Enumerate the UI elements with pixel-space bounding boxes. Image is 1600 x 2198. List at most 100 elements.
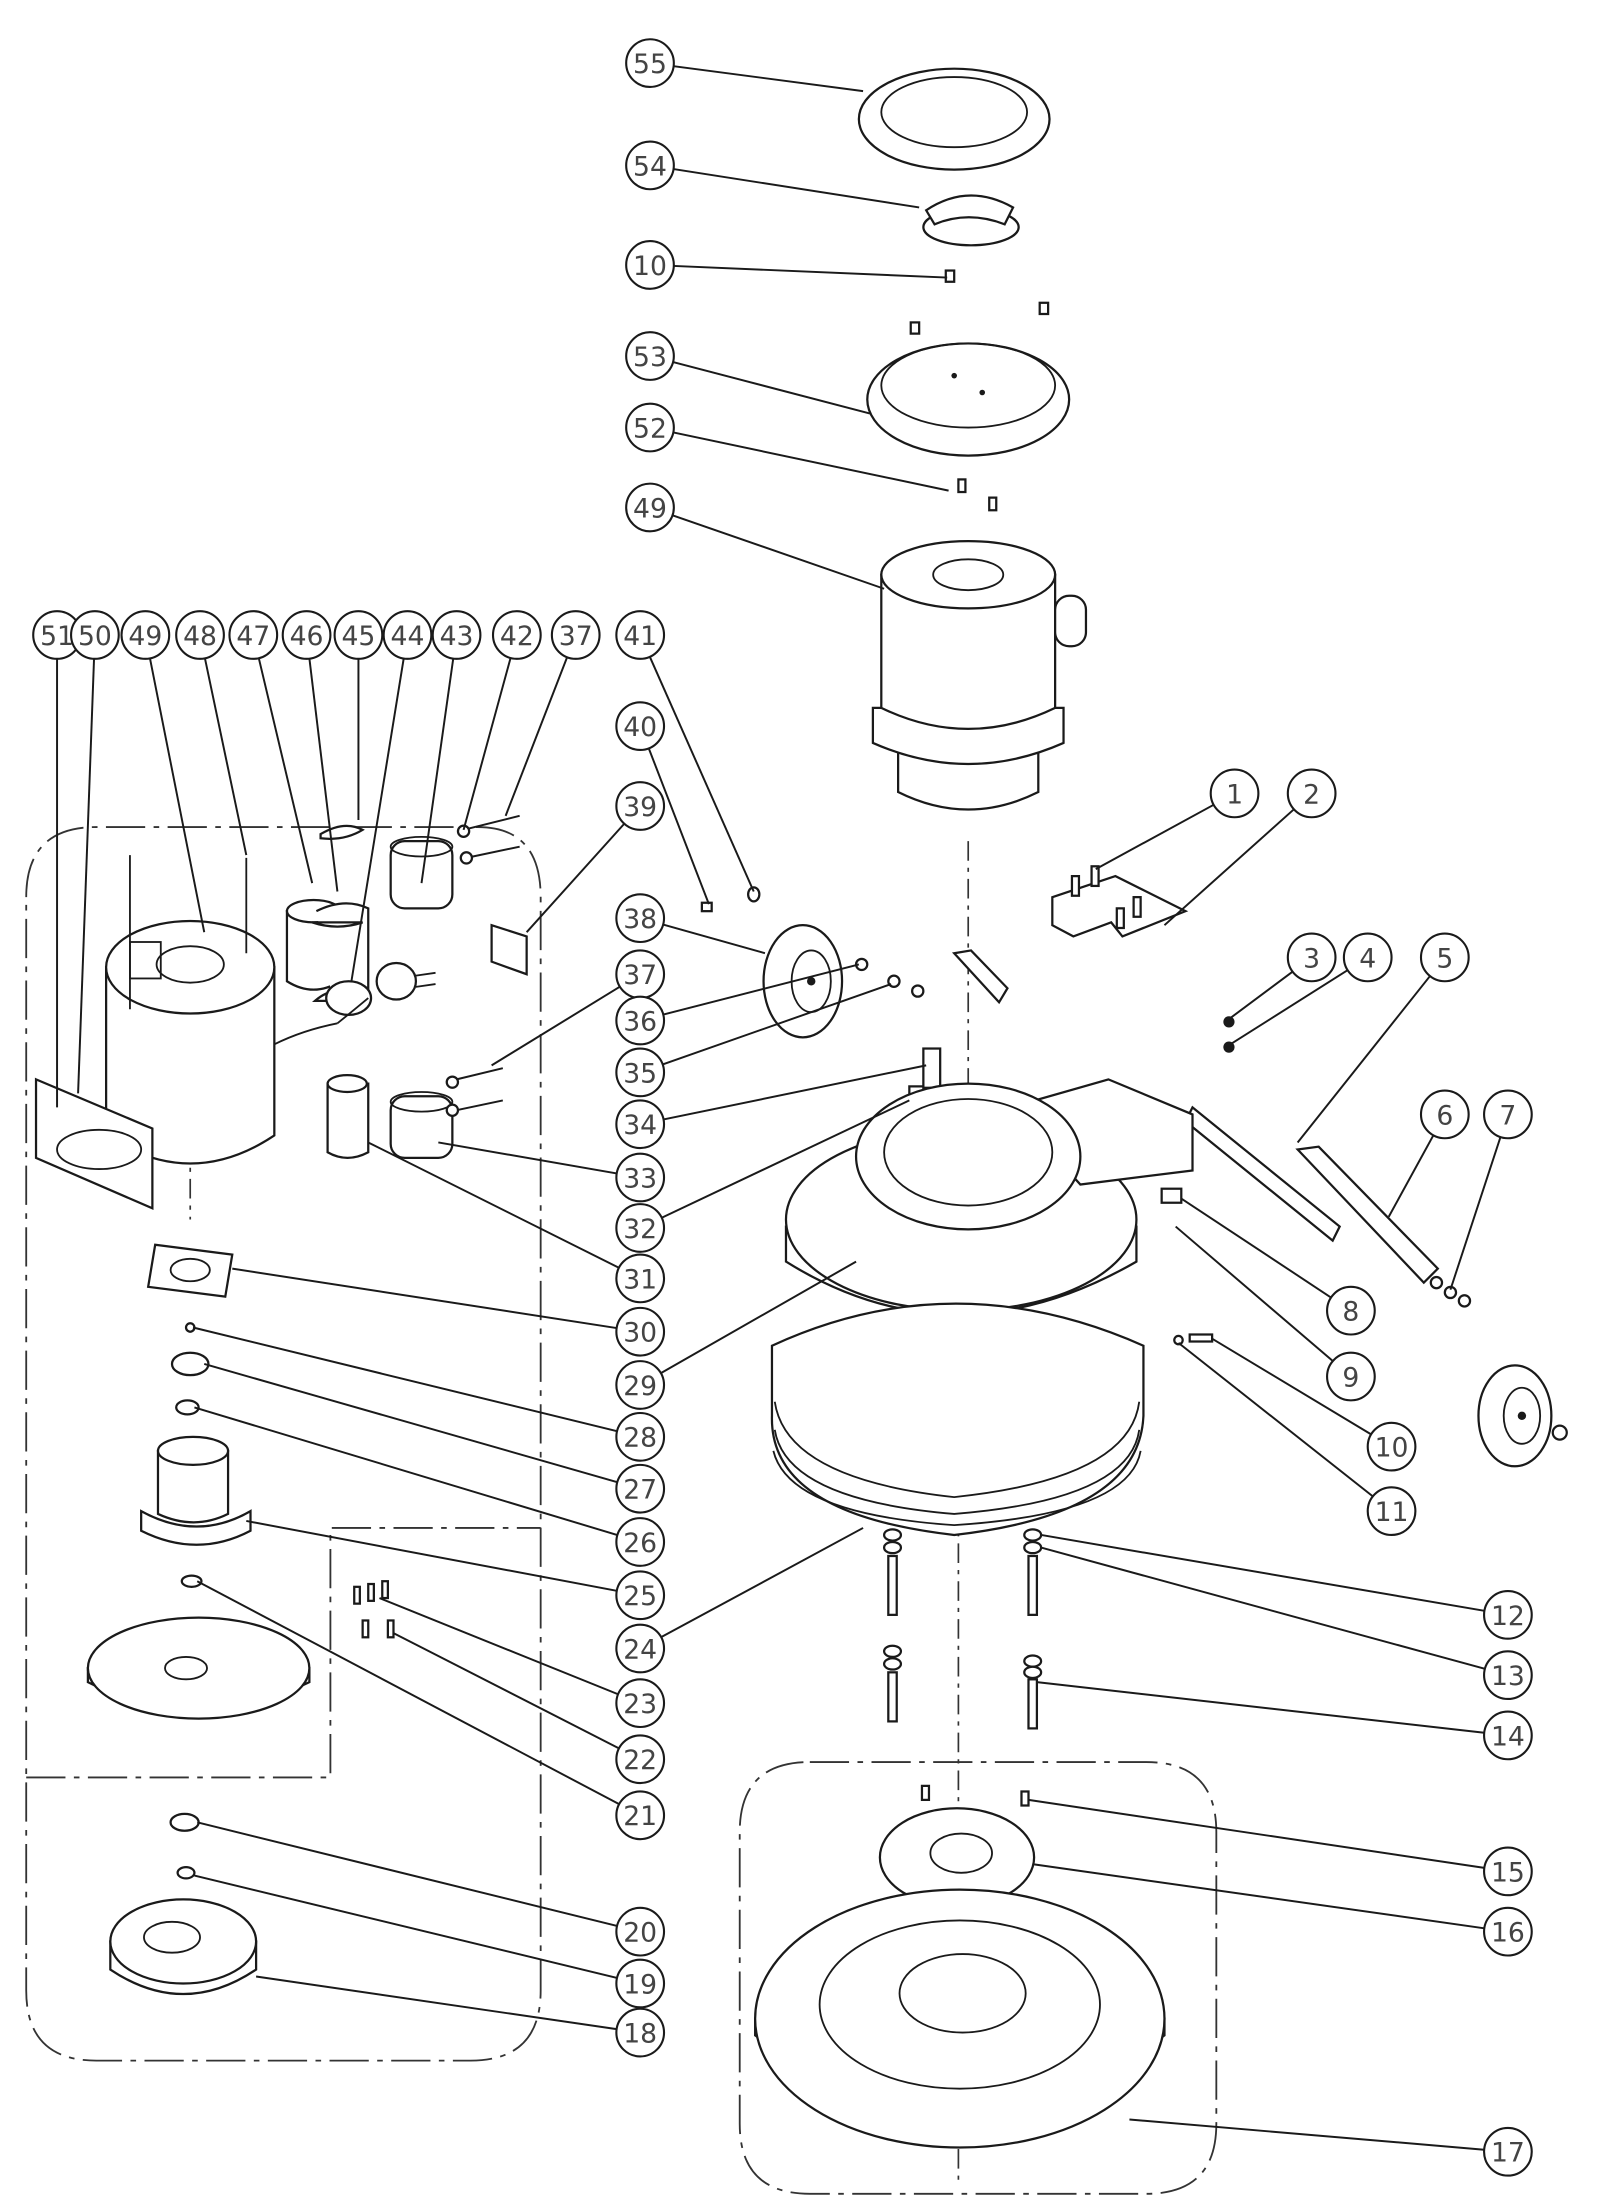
callout-circle xyxy=(615,610,666,660)
leader-line xyxy=(149,658,206,933)
callout-number: 13 xyxy=(1491,1661,1525,1692)
callout-37: 37 xyxy=(615,949,666,1000)
screw xyxy=(988,496,998,512)
leader-line xyxy=(1095,803,1215,870)
callout-number: 24 xyxy=(623,1634,657,1665)
callout-number: 15 xyxy=(1491,1857,1525,1888)
leader-line xyxy=(1129,2118,1485,2151)
leader-line xyxy=(1040,1533,1485,1612)
callout-number: 49 xyxy=(128,621,162,652)
leader-line xyxy=(1040,1546,1486,1670)
callout-circle xyxy=(1342,932,1393,983)
callout-circle xyxy=(615,701,666,752)
callout-50: 50 xyxy=(70,610,120,660)
callout-circle xyxy=(615,1253,666,1304)
part-17-pad-holder xyxy=(754,1888,1166,2149)
callout-42: 42 xyxy=(491,610,542,660)
callout-53: 53 xyxy=(625,331,675,381)
callout-23: 23 xyxy=(615,1678,666,1729)
leader-line xyxy=(1296,975,1431,1144)
callout-circle xyxy=(281,610,332,660)
callout-circle xyxy=(1483,1906,1533,1957)
part-6-wheel-arm xyxy=(1295,1145,1440,1285)
callout-49: 49 xyxy=(120,610,171,660)
callout-circle xyxy=(1419,1089,1470,1140)
leader-line xyxy=(393,1632,620,1750)
part-7-wheel xyxy=(1429,1275,1568,1468)
callout-circle xyxy=(615,1099,666,1150)
callout-45: 45 xyxy=(333,610,384,660)
callout-22: 22 xyxy=(615,1734,666,1785)
callout-30: 30 xyxy=(615,1306,666,1357)
leader-line xyxy=(194,1406,618,1537)
part-41-washer xyxy=(747,886,761,903)
leader-line xyxy=(525,823,625,933)
callout-circle xyxy=(431,610,482,660)
callout-10: 10 xyxy=(1366,1421,1417,1472)
callout-52: 52 xyxy=(625,402,675,453)
leader-line xyxy=(1211,1337,1372,1436)
callout-number: 20 xyxy=(623,1918,657,1949)
part-2-bracket xyxy=(1051,874,1189,938)
part-44-plug xyxy=(325,961,436,1025)
callout-number: 2 xyxy=(1303,779,1320,810)
callout-number: 23 xyxy=(623,1689,657,1720)
left-assembly-box xyxy=(25,826,542,2062)
part-29-base-housing xyxy=(784,1078,1194,1316)
callout-number: 45 xyxy=(341,621,375,652)
leader-line xyxy=(255,1975,617,2031)
callout-number: 42 xyxy=(500,621,534,652)
callout-number: 10 xyxy=(1375,1433,1409,1464)
part-39-label xyxy=(490,923,528,976)
callout-40: 40 xyxy=(615,701,666,752)
part-52-screw xyxy=(957,478,967,494)
callout-number: 5 xyxy=(1436,943,1453,974)
callout-24: 24 xyxy=(615,1623,666,1674)
part-55-top-cover xyxy=(857,67,1051,171)
leader-line xyxy=(462,657,512,831)
callout-number: 28 xyxy=(623,1423,657,1454)
callout-48: 48 xyxy=(175,610,225,660)
leader-line xyxy=(438,1141,617,1175)
bolts-12-14 xyxy=(882,1528,1043,1730)
callout-number: 53 xyxy=(633,342,667,373)
callout-11: 11 xyxy=(1366,1486,1417,1537)
callout-number: 36 xyxy=(623,1006,657,1037)
callout-47: 47 xyxy=(228,610,279,660)
callout-circle xyxy=(615,1906,666,1957)
callout-circle xyxy=(550,610,601,660)
leader-line xyxy=(662,983,892,1066)
part-21-bearing xyxy=(180,1574,203,1588)
callout-3: 3 xyxy=(1286,932,1337,983)
leader-line xyxy=(673,264,948,279)
callout-34: 34 xyxy=(615,1099,666,1150)
callout-number: 30 xyxy=(623,1318,657,1349)
leader-line xyxy=(491,985,621,1067)
callout-17: 17 xyxy=(1483,2126,1533,2177)
callout-circle xyxy=(1483,2126,1533,2177)
callout-4: 4 xyxy=(1342,932,1393,983)
callout-circle xyxy=(228,610,279,660)
part-49-motor xyxy=(871,539,1088,811)
screws-23 xyxy=(353,1580,395,1639)
leader-line xyxy=(1163,808,1295,926)
callout-circle xyxy=(615,995,666,1046)
callout-number: 8 xyxy=(1342,1297,1359,1328)
leader-line xyxy=(350,658,405,982)
leader-line xyxy=(663,1064,927,1121)
part-49-motor-side xyxy=(104,855,338,1165)
callout-number: 35 xyxy=(623,1058,657,1089)
part-30-plate xyxy=(146,1243,234,1298)
callout-circle xyxy=(615,893,666,944)
callout-39: 39 xyxy=(615,781,666,831)
callout-36: 36 xyxy=(615,995,666,1046)
leader-line xyxy=(673,65,864,93)
callout-number: 55 xyxy=(633,49,667,80)
callout-19: 19 xyxy=(615,1958,666,2009)
part-19-key xyxy=(176,1866,196,1880)
callout-number: 40 xyxy=(623,712,657,743)
right-assembly-box xyxy=(738,1761,1218,2195)
callout-circle xyxy=(1483,1710,1533,1761)
leader-line xyxy=(1036,1681,1485,1734)
